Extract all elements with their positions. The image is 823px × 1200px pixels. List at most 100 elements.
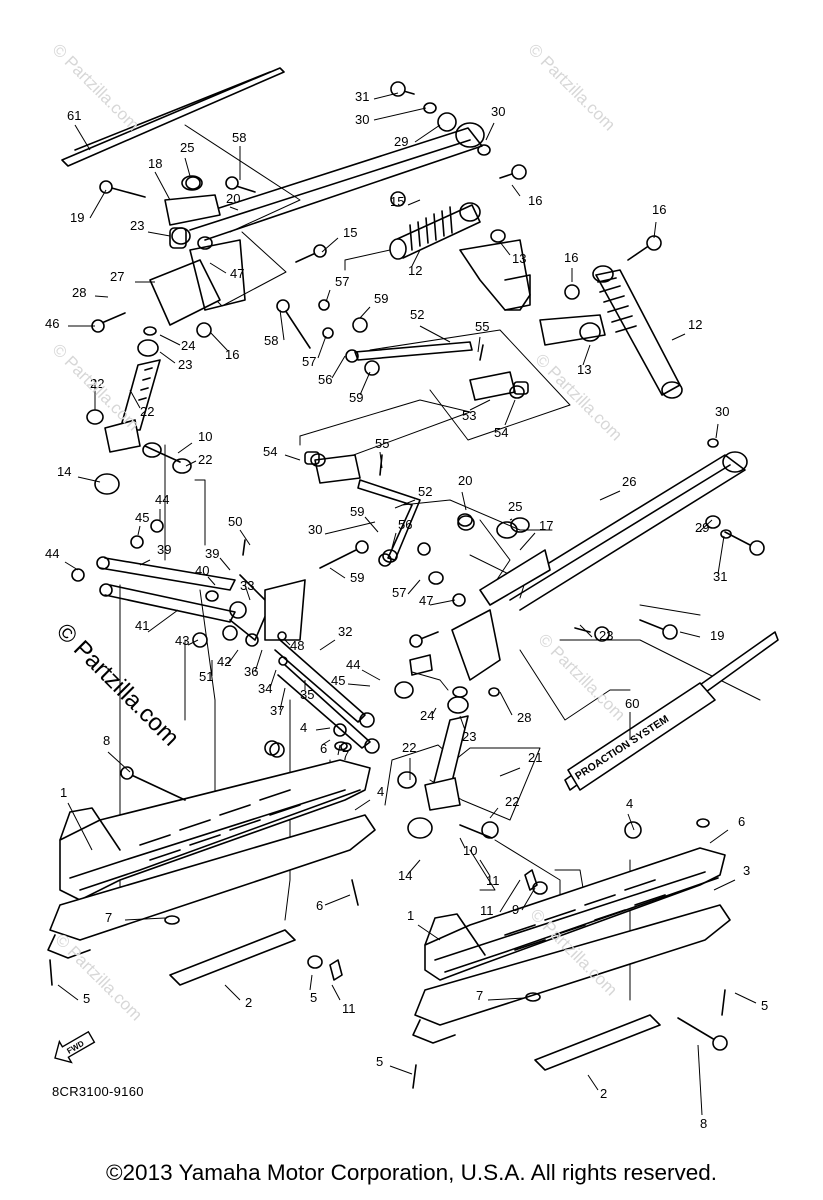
leader-line bbox=[417, 924, 441, 941]
part-label-23: 23 bbox=[599, 628, 613, 643]
leader-line bbox=[154, 171, 171, 201]
leader-line bbox=[709, 829, 729, 844]
leader-line bbox=[359, 371, 371, 396]
leader-line bbox=[177, 442, 193, 454]
leader-line bbox=[521, 887, 536, 911]
leader-line bbox=[734, 992, 757, 1004]
leader-line bbox=[187, 639, 199, 646]
leader-line bbox=[315, 727, 331, 731]
part-label-11: 11 bbox=[480, 903, 494, 918]
leader-line bbox=[411, 249, 421, 267]
leader-line bbox=[499, 767, 521, 777]
part-label-23: 23 bbox=[178, 357, 192, 372]
leader-line bbox=[499, 241, 511, 256]
part-label-24: 24 bbox=[181, 338, 195, 353]
leader-line bbox=[713, 879, 736, 891]
part-label-40: 40 bbox=[195, 563, 209, 578]
part-label-59: 59 bbox=[350, 570, 364, 585]
leader-line bbox=[579, 624, 593, 638]
rocker-bracket bbox=[459, 229, 606, 346]
leader-line bbox=[337, 744, 341, 756]
leader-line bbox=[74, 124, 91, 151]
leader-line bbox=[227, 649, 239, 665]
leader-line bbox=[124, 917, 166, 921]
part-label-58: 58 bbox=[232, 130, 246, 145]
leader-line bbox=[64, 561, 79, 571]
part-label-7: 7 bbox=[476, 988, 483, 1003]
part-label-5: 5 bbox=[761, 998, 768, 1013]
leader-line bbox=[284, 639, 291, 646]
part-label-18: 18 bbox=[148, 156, 162, 171]
bolts bbox=[91, 81, 765, 1051]
part-label-58: 58 bbox=[264, 333, 278, 348]
part-label-35: 35 bbox=[300, 687, 314, 702]
leader-line bbox=[129, 389, 141, 409]
part-label-30: 30 bbox=[355, 112, 369, 127]
part-label-4: 4 bbox=[377, 784, 384, 799]
part-label-12: 12 bbox=[688, 317, 702, 332]
leader-line bbox=[364, 516, 379, 533]
decal-strip-top bbox=[61, 67, 285, 167]
part-label-6: 6 bbox=[738, 814, 745, 829]
part-label-19: 19 bbox=[70, 210, 84, 225]
leader-line bbox=[697, 1044, 703, 1116]
fwd-arrow: FWD bbox=[54, 1030, 96, 1064]
part-label-22: 22 bbox=[402, 740, 416, 755]
part-label-59: 59 bbox=[350, 504, 364, 519]
part-label-30: 30 bbox=[715, 404, 729, 419]
leader-line bbox=[57, 984, 79, 1001]
part-label-47: 47 bbox=[230, 266, 244, 281]
leader-lines bbox=[57, 92, 757, 1116]
part-label-43: 43 bbox=[175, 633, 189, 648]
leader-line bbox=[147, 609, 179, 633]
leader-line bbox=[321, 237, 339, 253]
part-label-32: 32 bbox=[338, 624, 352, 639]
leader-line bbox=[717, 535, 725, 575]
leader-line bbox=[279, 687, 286, 711]
ski-left bbox=[47, 759, 376, 986]
leader-line bbox=[239, 529, 251, 546]
leader-line bbox=[379, 451, 383, 469]
leader-line bbox=[359, 306, 371, 319]
part-label-2: 2 bbox=[245, 995, 252, 1010]
leader-line bbox=[459, 837, 466, 849]
part-label-13: 13 bbox=[512, 251, 526, 266]
part-label-1: 1 bbox=[407, 908, 414, 923]
part-label-9: 9 bbox=[512, 902, 519, 917]
part-label-54: 54 bbox=[494, 425, 508, 440]
part-label-15: 15 bbox=[390, 194, 404, 209]
part-label-44: 44 bbox=[45, 546, 59, 561]
leader-line bbox=[407, 199, 421, 206]
part-label-52: 52 bbox=[410, 307, 424, 322]
leader-line bbox=[653, 221, 657, 239]
part-label-16: 16 bbox=[652, 202, 666, 217]
part-label-59: 59 bbox=[374, 291, 388, 306]
part-label-39: 39 bbox=[157, 542, 171, 557]
part-label-22: 22 bbox=[140, 404, 154, 419]
a-arm-right bbox=[274, 639, 433, 754]
small-parts bbox=[49, 102, 732, 1089]
steering-spindle-left bbox=[86, 339, 161, 453]
leader-line bbox=[309, 974, 313, 991]
leader-line bbox=[139, 559, 151, 566]
leader-line bbox=[599, 490, 621, 501]
copyright-notice: ©2013 Yamaha Motor Corporation, U.S.A. A… bbox=[105, 1160, 718, 1185]
radius-rod-upper bbox=[187, 122, 485, 241]
leader-line bbox=[159, 351, 176, 364]
part-label-7: 7 bbox=[105, 910, 112, 925]
part-label-14: 14 bbox=[57, 464, 71, 479]
part-label-6: 6 bbox=[320, 741, 327, 756]
leader-line bbox=[254, 649, 263, 673]
leader-line bbox=[407, 579, 421, 595]
leader-line bbox=[269, 669, 277, 689]
leader-line bbox=[94, 295, 109, 298]
part-label-57: 57 bbox=[335, 274, 349, 289]
part-label-55: 55 bbox=[375, 436, 389, 451]
ski-right bbox=[412, 847, 731, 1071]
part-label-22: 22 bbox=[90, 376, 104, 391]
shock-absorber-right bbox=[592, 265, 683, 399]
leader-line bbox=[184, 157, 191, 177]
part-label-29: 29 bbox=[394, 134, 408, 149]
